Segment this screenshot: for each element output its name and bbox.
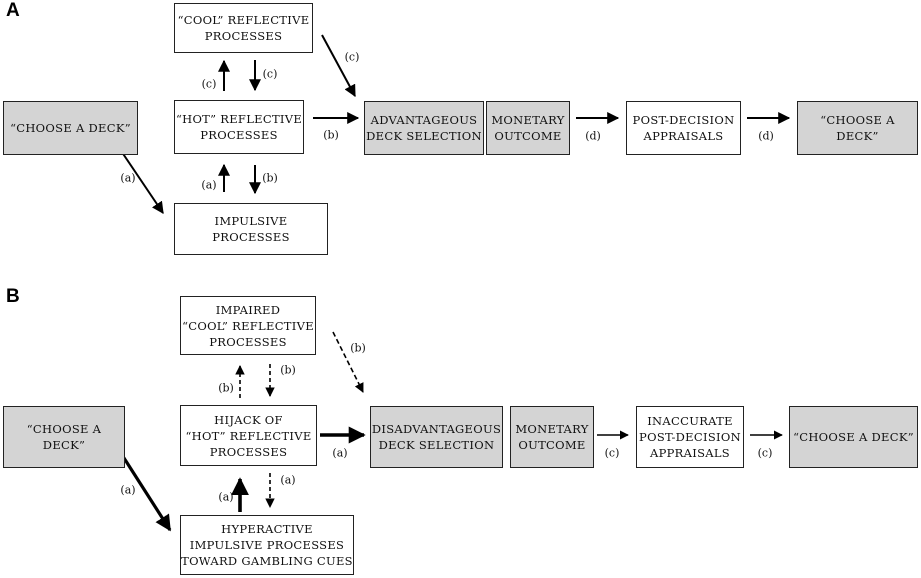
b-label-hot-to-cool: (b) (218, 381, 234, 395)
b-selection-line-1: DISADVANTAGEOUS (371, 422, 502, 436)
b-label-hot-to-impulsive: (a) (280, 473, 296, 487)
a-choose-deck-left-text: “CHOOSE A DECK” (10, 121, 131, 135)
a-selection-line-1: ADVANTAGEOUS (370, 113, 478, 127)
a-selection-line-2: DECK SELECTION (366, 129, 482, 143)
b-cool-line-2: “COOL” REFLECTIVE (182, 318, 314, 333)
a-outcome-line-1: MONETARY (491, 113, 565, 127)
a-label-impulsive-to-hot: (a) (201, 178, 217, 192)
a-choose-deck-left: “CHOOSE A DECK” (3, 101, 138, 155)
b-inaccurate-appraisals-box: INACCURATE POST-DECISION APPRAISALS (636, 406, 744, 468)
b-label-appraisals-to-choose: (c) (757, 446, 773, 460)
b-hot-line-1: HIJACK OF (214, 412, 283, 427)
a-label-cool-to-selection: (c) (344, 50, 360, 64)
a-cool-line-2: PROCESSES (204, 29, 283, 43)
a-hot-line-1: “HOT” REFLECTIVE (175, 112, 303, 126)
b-choose-deck-right-text: “CHOOSE A DECK” (793, 430, 914, 444)
panel-a-label: A (6, 0, 20, 21)
a-hot-line-2: PROCESSES (200, 128, 278, 142)
a-cool-line-1: “COOL” REFLECTIVE (177, 13, 310, 27)
a-impulsive-text: IMPULSIVE PROCESSES (212, 214, 290, 244)
b-choose-deck-left: “CHOOSE A DECK” (3, 406, 125, 468)
b-label-outcome-to-appraisals: (c) (604, 446, 620, 460)
b-choose-deck-left-text: “CHOOSE A DECK” (26, 422, 102, 452)
a-label-hot-to-selection: (b) (323, 128, 339, 142)
a-label-cool-to-hot: (c) (262, 67, 278, 81)
b-label-hot-to-selection: (a) (332, 446, 348, 460)
a-hot-reflective-box: “HOT” REFLECTIVE PROCESSES (174, 100, 304, 154)
a-label-hot-to-impulsive: (b) (262, 171, 278, 185)
a-cool-reflective-box: “COOL” REFLECTIVE PROCESSES (174, 3, 313, 53)
b-impaired-cool-box: IMPAIRED “COOL” REFLECTIVE PROCESSES (180, 296, 316, 355)
b-impulsive-line-2: IMPULSIVE PROCESSES (189, 538, 345, 552)
a-label-outcome-to-appraisals: (d) (585, 129, 601, 143)
a-arrow-cool-to-selection (321, 34, 356, 98)
a-outcome-line-2: OUTCOME (494, 129, 562, 143)
a-advantageous-selection-box: ADVANTAGEOUS DECK SELECTION (364, 101, 484, 155)
b-disadvantageous-selection-box: DISADVANTAGEOUS DECK SELECTION (370, 406, 503, 468)
a-label-choose-to-impulsive: (a) (120, 171, 136, 185)
b-cool-line-3: PROCESSES (209, 334, 287, 349)
b-label-cool-to-selection: (b) (350, 341, 366, 355)
b-choose-deck-right: “CHOOSE A DECK” (789, 406, 918, 468)
b-selection-line-2: DECK SELECTION (378, 438, 495, 452)
b-hot-line-2: “HOT” REFLECTIVE (185, 428, 312, 443)
b-hijack-hot-box: HIJACK OF “HOT” REFLECTIVE PROCESSES (180, 405, 317, 466)
a-appraisals-line-2: APPRAISALS (643, 129, 724, 143)
b-appraisals-line-2: POST-DECISION (639, 430, 741, 444)
a-label-hot-to-cool: (c) (201, 77, 217, 91)
a-choose-deck-right-text: “CHOOSE A DECK” (820, 113, 895, 143)
b-label-choose-to-impulsive: (a) (120, 483, 136, 497)
a-post-decision-box: POST-DECISION APPRAISALS (626, 101, 741, 155)
b-outcome-line-1: MONETARY (515, 422, 589, 436)
b-cool-line-1: IMPAIRED (215, 302, 281, 317)
a-choose-deck-right: “CHOOSE A DECK” (797, 101, 918, 155)
b-impulsive-line-1: HYPERACTIVE (221, 522, 313, 536)
panel-b-label: B (6, 286, 20, 307)
b-hot-line-3: PROCESSES (209, 444, 288, 459)
b-arrow-cool-to-selection (332, 331, 364, 393)
b-outcome-line-2: OUTCOME (518, 438, 586, 452)
b-label-impulsive-to-hot: (a) (218, 490, 234, 504)
b-label-cool-to-hot: (b) (280, 363, 296, 377)
b-hyperactive-impulsive-box: HYPERACTIVE IMPULSIVE PROCESSES TOWARD G… (180, 515, 354, 575)
a-monetary-outcome-box: MONETARY OUTCOME (486, 101, 570, 155)
b-appraisals-line-3: APPRAISALS (650, 446, 730, 460)
a-label-appraisals-to-choose: (d) (758, 129, 774, 143)
a-impulsive-box: IMPULSIVE PROCESSES (174, 203, 328, 255)
b-impulsive-line-3: TOWARD GAMBLING CUES (181, 554, 353, 568)
b-monetary-outcome-box: MONETARY OUTCOME (510, 406, 594, 468)
b-appraisals-line-1: INACCURATE (647, 414, 733, 428)
a-appraisals-line-1: POST-DECISION (632, 113, 735, 127)
